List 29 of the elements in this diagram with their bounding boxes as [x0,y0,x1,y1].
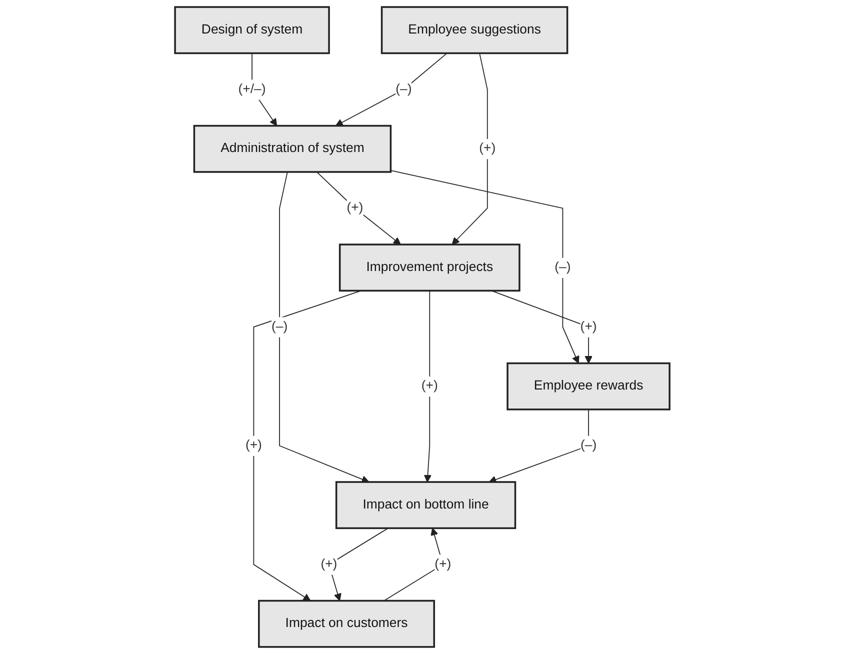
arrow [424,290,432,482]
edge-label: (+/–) [238,81,266,96]
edge-label: (–) [580,438,597,453]
node-box: Improvement projects [339,244,521,292]
edge-label: (–) [396,81,412,96]
edge-label: (–) [272,318,288,334]
arrow [488,409,590,484]
edge-label: (+) [246,438,262,453]
arrow [390,170,580,364]
node-box: Impact on bottom line [336,481,516,530]
edge-label: (+) [422,378,438,394]
node-box: Design of system [174,6,330,54]
node-box: Administration of system [194,124,392,173]
arrow [328,528,389,602]
arrow [491,290,593,364]
edge-label: (+) [479,140,496,156]
arrow [316,172,402,245]
node-box: Employee suggestions [381,6,568,54]
node-box: Employee rewards [506,362,671,410]
edge-label: (+) [346,200,364,216]
edge-label: (+) [434,556,452,572]
edge-label: (–) [554,259,571,274]
arrow [452,52,488,245]
node-box: Impact on customers [258,600,436,648]
arrow [279,172,370,483]
edge-label: (+) [320,556,338,572]
arrow [253,290,362,602]
edge-label: (+) [580,318,597,334]
arrow [336,52,448,126]
